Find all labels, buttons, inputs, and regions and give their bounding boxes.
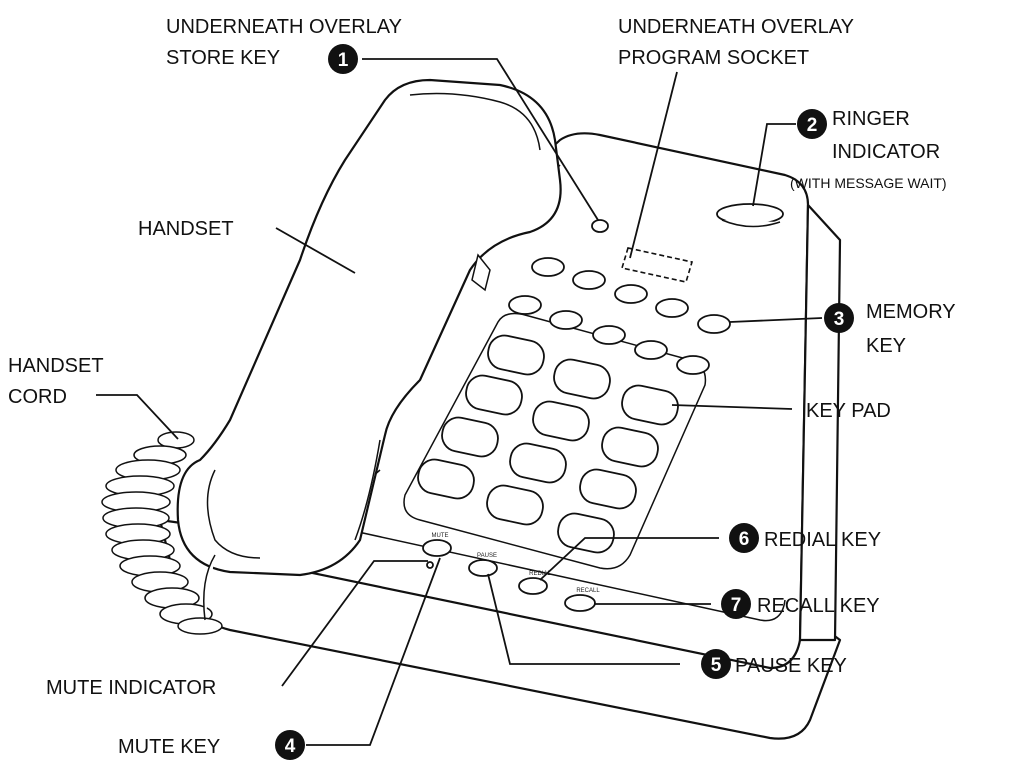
leader-redial	[539, 537, 719, 581]
memory-key[interactable]	[614, 284, 648, 304]
leader-handset	[275, 227, 356, 274]
svg-text:7: 7	[731, 595, 742, 616]
pause-key-caption: PAUSE	[477, 553, 497, 559]
recall-key-illustration[interactable]: RECALL	[564, 588, 600, 612]
memory-keys	[508, 257, 731, 375]
program-socket-label-line2: PROGRAM SOCKET	[618, 47, 809, 69]
badge-mute: 4	[275, 730, 305, 760]
ringer-label-line2: INDICATOR	[832, 141, 940, 163]
memory-key[interactable]	[697, 314, 731, 334]
memory-key-label-line2: KEY	[866, 335, 906, 357]
leader-ringer	[752, 123, 796, 207]
keypad-label: KEY PAD	[806, 400, 891, 422]
ringer-label-line3: (WITH MESSAGE WAIT)	[790, 175, 947, 191]
store-key-label-line2: STORE KEY	[166, 47, 280, 69]
pause-key-illustration[interactable]: PAUSE	[468, 553, 498, 577]
redial-key-illustration[interactable]: REDIAL	[518, 571, 551, 595]
leader-program-socket	[629, 71, 678, 259]
redial-key-caption: REDIAL	[529, 571, 551, 577]
store-key-label-line1: UNDERNEATH OVERLAY	[166, 16, 402, 38]
program-socket-label-line1: UNDERNEATH OVERLAY	[618, 16, 854, 38]
leader-pause	[487, 573, 680, 665]
handset-cord-label-line2: CORD	[8, 386, 67, 408]
memory-key[interactable]	[592, 325, 626, 345]
svg-text:5: 5	[711, 655, 722, 676]
memory-key[interactable]	[549, 310, 583, 330]
badge-ringer: 2	[797, 109, 827, 139]
memory-key[interactable]	[572, 270, 606, 290]
leader-handset-cord	[96, 394, 179, 440]
mute-key-illustration[interactable]: MUTE	[422, 533, 452, 557]
store-key-illustration	[591, 219, 609, 233]
badge-pause: 5	[701, 649, 731, 679]
pause-key-label: PAUSE KEY	[735, 655, 847, 677]
mute-key-caption: MUTE	[432, 533, 449, 539]
recall-key-caption: RECALL	[576, 588, 600, 594]
badge-store: 1	[328, 44, 358, 74]
keypad	[415, 333, 681, 554]
redial-key-label: REDIAL KEY	[764, 529, 881, 551]
badges: 1 2 3 4 5 6 7	[275, 44, 854, 760]
leader-store-key	[362, 58, 599, 221]
memory-key[interactable]	[634, 340, 668, 360]
badge-recall: 7	[721, 589, 751, 619]
memory-key[interactable]	[676, 355, 710, 375]
memory-key[interactable]	[655, 298, 689, 318]
labels: UNDERNEATH OVERLAY STORE KEY UNDERNEATH …	[8, 16, 956, 758]
mute-indicator-illustration	[426, 561, 434, 569]
ringer-label-line1: RINGER	[832, 108, 910, 130]
handset-cord-illustration	[101, 431, 223, 635]
keypad-key[interactable]	[507, 441, 569, 486]
keypad-key[interactable]	[439, 415, 501, 460]
svg-text:1: 1	[338, 50, 349, 71]
handset-label: HANDSET	[138, 218, 234, 240]
keypad-key[interactable]	[484, 483, 546, 528]
leader-mute-indicator	[281, 560, 428, 687]
svg-text:2: 2	[807, 115, 818, 136]
memory-key[interactable]	[531, 257, 565, 277]
svg-text:6: 6	[739, 529, 750, 550]
svg-text:4: 4	[285, 736, 296, 757]
keypad-key[interactable]	[485, 333, 547, 378]
mute-indicator-label: MUTE INDICATOR	[46, 677, 216, 699]
handset-illustration	[176, 78, 562, 577]
mute-key-label: MUTE KEY	[118, 736, 220, 758]
recall-key-label: RECALL KEY	[757, 595, 880, 617]
memory-key[interactable]	[508, 295, 542, 315]
svg-text:3: 3	[834, 309, 845, 330]
badge-memory: 3	[824, 303, 854, 333]
ringer-indicator-illustration	[716, 203, 784, 228]
leader-lines	[96, 58, 823, 746]
keypad-key[interactable]	[463, 373, 525, 418]
badge-redial: 6	[729, 523, 759, 553]
keypad-key[interactable]	[530, 399, 592, 444]
program-socket-illustration	[620, 247, 694, 283]
keypad-key[interactable]	[619, 383, 681, 428]
keypad-key[interactable]	[415, 457, 477, 502]
leader-memory	[729, 317, 823, 323]
keypad-key[interactable]	[551, 357, 613, 402]
leader-mute-key	[306, 557, 441, 746]
leader-keypad	[671, 404, 793, 410]
keypad-key[interactable]	[577, 467, 639, 512]
keypad-key[interactable]	[599, 425, 661, 470]
handset-cord-label-line1: HANDSET	[8, 355, 104, 377]
memory-key-label-line1: MEMORY	[866, 301, 956, 323]
